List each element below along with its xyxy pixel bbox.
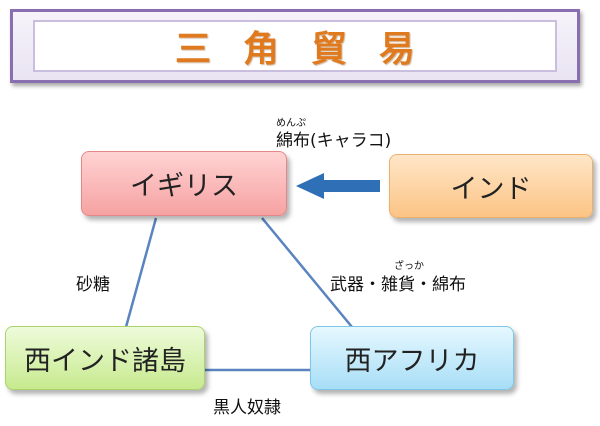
diagram-title: 三角貿易 [174, 28, 447, 70]
label-sugar: 砂糖 [76, 275, 110, 295]
title-inner-panel: 三角貿易 [33, 20, 557, 72]
ruby-menpu: めんぷ [276, 118, 306, 129]
label-cotton-calico: 綿布(キャラコ) [276, 131, 392, 151]
node-west-africa-label: 西アフリカ [344, 345, 480, 377]
line-england-west-africa [261, 217, 353, 328]
node-india-label: インド [450, 173, 532, 205]
node-west-indies: 西インド諸島 [5, 326, 205, 390]
line-england-west-indies [124, 217, 158, 328]
label-black-slaves: 黒人奴隷 [213, 398, 281, 418]
title-banner: 三角貿易 [10, 9, 580, 83]
node-england-label: イギリス [130, 171, 238, 202]
node-england: イギリス [81, 151, 287, 216]
node-west-africa: 西アフリカ [310, 326, 514, 390]
node-india: インド [389, 154, 593, 218]
label-weapons-goods-cotton: 武器・雑貨・綿布 [330, 275, 466, 295]
node-west-indies-label: 西インド諸島 [24, 345, 186, 377]
ruby-zakka: ざっか [394, 261, 424, 272]
arrow-india-to-england [296, 173, 380, 199]
